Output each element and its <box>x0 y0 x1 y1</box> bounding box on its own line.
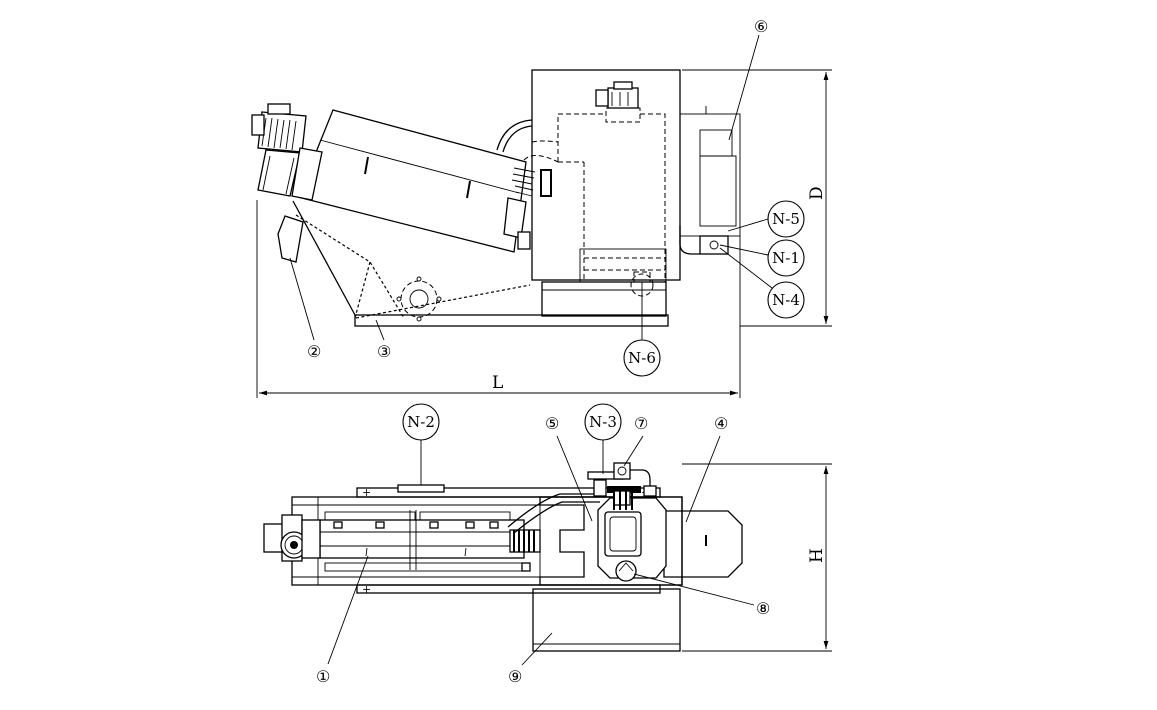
inlet-nozzle-n2 <box>397 484 445 493</box>
drum-slot-1 <box>364 156 369 175</box>
pump-head <box>613 490 631 506</box>
flocculation-tank-top <box>539 496 683 586</box>
callout-9: ⑨ <box>508 667 522 686</box>
leader-1 <box>327 555 369 665</box>
pump-window <box>604 511 642 557</box>
dosing-tank-top <box>663 510 743 578</box>
callout-n2: N-2 <box>407 413 435 431</box>
bubble-n3 <box>584 403 622 441</box>
drive-motor-top <box>263 514 321 562</box>
drum-inner-line <box>319 139 520 194</box>
pressure-gauge-mark <box>618 562 634 572</box>
drive-motor <box>251 103 323 201</box>
drum-top-bar <box>324 511 416 521</box>
pressure-gauge <box>615 560 637 582</box>
feed-hose-inner <box>502 125 533 153</box>
bubble-n1 <box>767 239 805 277</box>
leader-n5 <box>727 218 769 232</box>
tank-bottom-box <box>579 248 667 283</box>
dosing-tank <box>679 106 741 255</box>
leader-n4 <box>719 247 773 289</box>
inlet-elbow-dashed-2 <box>523 155 559 163</box>
drum-outlet-end <box>503 167 536 250</box>
valve-7 <box>613 462 631 480</box>
callouts: ② ③ ⑥ ⑤ ⑦ ④ ⑧ ① ⑨ N-5 N-1 N-4 N-6 N-2 N-… <box>307 17 805 686</box>
top-view: + + + <box>263 435 832 666</box>
callout-n3: N-3 <box>589 413 617 431</box>
callout-3: ③ <box>377 342 391 361</box>
flange-bolt <box>416 276 422 282</box>
support-frame <box>292 200 356 316</box>
frame-brace-dashed <box>295 214 405 319</box>
tank-inner-dashed <box>640 113 666 282</box>
callout-4: ④ <box>714 414 728 433</box>
drum-slot-2 <box>466 180 471 199</box>
tank-support-base <box>541 281 667 317</box>
callout-8: ⑧ <box>756 599 770 618</box>
callout-n5: N-5 <box>772 210 800 228</box>
inlet-elbow-dashed <box>531 140 559 143</box>
agitator-motor <box>595 81 641 123</box>
callout-n6: N-6 <box>628 349 656 367</box>
callout-n4: N-4 <box>772 291 800 309</box>
feed-hose <box>496 119 533 151</box>
leader-n1 <box>719 244 769 256</box>
leader-2 <box>289 257 315 341</box>
valve-7-fitting <box>643 485 657 497</box>
feed-hose-top-inner <box>513 501 600 534</box>
leader-4 <box>685 435 721 523</box>
feed-hose-top <box>507 493 600 528</box>
callout-1: ① <box>316 667 330 686</box>
pump-top-bar <box>607 486 641 493</box>
flange-bolt <box>436 296 442 302</box>
callout-2: ② <box>307 342 321 361</box>
callout-5: ⑤ <box>545 414 559 433</box>
leader-6 <box>728 34 760 141</box>
valve-7-knob <box>617 466 627 476</box>
control-box <box>532 588 681 652</box>
valve-body-n3 <box>593 479 607 497</box>
bolt-mark: + <box>362 583 371 596</box>
valve-7-pipe <box>630 469 651 492</box>
bubble-n2 <box>402 403 440 441</box>
frame-brace-dashed-2 <box>355 284 531 319</box>
drum-bolts <box>333 521 531 572</box>
drum-top-bar <box>419 511 511 521</box>
callout-7: ⑦ <box>634 414 648 433</box>
top-rail <box>356 487 661 498</box>
bubble-n5 <box>767 200 805 238</box>
frame-flange-inner <box>409 289 429 309</box>
dim-label-d: D <box>807 186 827 200</box>
dim-label-h: H <box>807 548 827 563</box>
leader-9 <box>521 632 553 666</box>
sight-window <box>540 169 552 197</box>
screw-drum-housing <box>297 109 527 253</box>
bubble-n4 <box>767 281 805 319</box>
tank-inner-dashed <box>557 113 606 162</box>
bubble-n6 <box>623 339 661 377</box>
dim-label-l: L <box>492 373 503 393</box>
flange-bolt <box>416 316 422 322</box>
flange-bolt <box>396 296 402 302</box>
drum-top-slot <box>464 547 467 557</box>
flex-connector <box>509 529 541 553</box>
drum-top-slot <box>365 547 368 557</box>
leader-8 <box>633 573 755 606</box>
drum-bottom-bar <box>324 562 526 572</box>
bolt-mark: + <box>362 486 371 499</box>
callout-n1: N-1 <box>772 249 800 267</box>
leader-7 <box>623 435 644 467</box>
side-view: D L <box>251 34 832 398</box>
frame-flange <box>400 280 438 318</box>
frame-brace-dashed-3 <box>354 261 371 319</box>
leader-3 <box>375 319 385 341</box>
callout-6: ⑥ <box>754 17 768 36</box>
leader-5 <box>556 435 593 522</box>
pump-window-inner <box>609 516 637 552</box>
sludge-discharge-chute <box>277 215 304 263</box>
